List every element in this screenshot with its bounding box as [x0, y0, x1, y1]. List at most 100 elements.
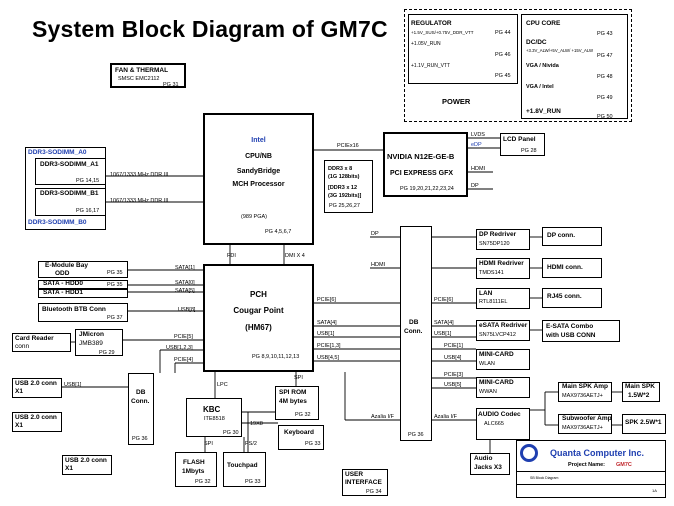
- dmi-label: DMI X 4: [285, 253, 305, 259]
- hdd0-name: SATA - HDD0: [43, 280, 83, 287]
- db-left-line1: DB: [136, 389, 146, 396]
- audio-jacks-l2: Jacks X3: [474, 464, 502, 471]
- kbc-block: [186, 398, 242, 437]
- power-item-vga-intel: VGA / Intel: [526, 84, 554, 90]
- minicard-wwan-sub: WWAN: [479, 389, 497, 395]
- user-interface-block: [342, 469, 388, 496]
- flash-page: PG 32: [195, 479, 211, 485]
- usb-conn-2-name: USB 2.0 conn: [15, 414, 57, 421]
- audio-codec-sub: ALC665: [484, 421, 504, 427]
- dimm-b0: DDR3-SODIMM_B0: [28, 219, 87, 226]
- user-page: PG 34: [366, 489, 382, 495]
- pch-bus-sata4: SATA[4]: [317, 320, 337, 326]
- keyboard-page: PG 33: [305, 441, 321, 447]
- kbc-sub: ITE8518: [204, 416, 225, 422]
- ddr3-chips-block: [324, 160, 373, 213]
- kbc-name: KBC: [203, 405, 221, 414]
- db-left-block: [128, 373, 154, 445]
- cpu-line3: MCH Processor: [232, 181, 285, 188]
- hdmi-redriver-block: [476, 258, 530, 279]
- jmicron-block: [75, 329, 123, 356]
- usb-conn-2-sub: X1: [15, 422, 23, 429]
- sub-amp-block: [558, 414, 612, 434]
- power-item-105v-page: PG 46: [495, 52, 511, 58]
- lcd-page: PG 28: [521, 148, 537, 154]
- keyboard-name: Keyboard: [284, 429, 314, 436]
- hdmi-redriver-name: HDMI Redriver: [479, 260, 524, 267]
- power-item-cpu-core-page: PG 43: [597, 31, 613, 37]
- emodule-block: [38, 261, 128, 278]
- rj45-name: RJ45 conn.: [547, 293, 582, 300]
- emodule-bus: SATA[1]: [175, 265, 195, 271]
- jmicron-bus: PCIE[5]: [174, 334, 193, 340]
- main-spk-amp-sub: MAX9736AETJ+: [562, 393, 603, 399]
- db-left-line2: Conn.: [131, 398, 150, 405]
- power-item-dcdc: DC/DC: [526, 39, 547, 46]
- card-reader-name: Card Reader: [15, 335, 54, 342]
- power-item-11v: +1.1V_RUN_VTT: [411, 63, 451, 69]
- db-bus-usb5: USB[5]: [444, 382, 462, 388]
- flash-line1: FLASH: [183, 459, 205, 466]
- spk-name: SPK 2.5W*1: [625, 419, 662, 426]
- pch-block: [203, 264, 314, 372]
- gpu-line1: NVIDIA N12E-GE-B: [387, 152, 455, 161]
- power-item-regulator-sub: +1.5V_SUS/+0.75V_DDR_VTT: [411, 30, 474, 35]
- pch-line3: (HM67): [245, 323, 272, 332]
- doc-title: SB Block Diagram: [530, 476, 559, 480]
- usb-conn-1-bus: USB[1]: [64, 382, 82, 388]
- power-item-vga-nvidia: VGA / Nivida: [526, 63, 559, 69]
- hdmi-redriver-sub: TMDS141: [479, 270, 504, 276]
- ddr3-l1: DDR3 x 8: [328, 166, 353, 172]
- page-title: System Block Diagram of GM7C: [32, 16, 388, 42]
- pch-line1: PCH: [250, 290, 267, 299]
- minicard-wlan-sub: WLAN: [479, 361, 495, 367]
- bus-19x8: 19X8: [250, 421, 263, 427]
- main-spk-sub: 1.5W*2: [628, 392, 650, 399]
- dp-redriver-block: [476, 229, 530, 250]
- lcd-panel-block: [500, 133, 545, 156]
- pch-bus-pcie13: PCIE[1,3]: [317, 343, 341, 349]
- dp-redriver-name: DP Redriver: [479, 231, 517, 238]
- db-bus-pcie3: PCIE[3]: [444, 372, 463, 378]
- minicard-wwan-name: MINI-CARD: [479, 379, 514, 386]
- bluetooth-page: PG 37: [107, 315, 123, 321]
- gpu-block: [383, 132, 468, 197]
- gpu-bus: PCIEx16: [337, 143, 359, 149]
- power-item-vga-intel-page: PG 49: [597, 95, 613, 101]
- esata-redriver-sub: SN75LVCP412: [479, 332, 516, 338]
- jmicron-name: JMicron: [79, 331, 104, 338]
- emodule-page: PG 35: [107, 270, 123, 276]
- power-item-18v: +1.8V_RUN: [526, 108, 561, 115]
- title-block-divider: [516, 471, 666, 472]
- lan-name: LAN: [479, 290, 493, 297]
- gpu-line2: PCI EXPRESS GFX: [390, 170, 454, 177]
- db-conn-block: [400, 226, 432, 441]
- dp-redriver-sub: SN75DP120: [479, 241, 510, 247]
- hdmi-conn-block: [542, 258, 602, 278]
- audio-codec-block: [476, 408, 530, 440]
- pch-bus-usb1: USB[1]: [317, 331, 335, 337]
- edp-label: eDP: [471, 142, 482, 148]
- title-block-divider-2: [516, 484, 666, 485]
- fan-sub: SMSC EMC2112: [118, 76, 160, 82]
- card-reader-sub: conn: [15, 343, 30, 350]
- db-conn-page: PG 36: [408, 432, 424, 438]
- power-cpu-column: [521, 14, 628, 119]
- pch-page: PG 8,9,10,11,12,13: [252, 354, 300, 360]
- db-left-page: PG 36: [132, 436, 148, 442]
- esata-redriver-name: eSATA Redriver: [479, 322, 528, 329]
- usb-conn-1-sub: X1: [15, 388, 23, 395]
- title-block: [516, 440, 666, 498]
- user-line2: INTERFACE: [345, 479, 382, 486]
- cpu-line1: CPU/NB: [245, 153, 272, 160]
- audio-codec-name: AUDIO Codec: [478, 411, 521, 418]
- flash-line2: 1Mbyts: [182, 468, 205, 475]
- power-item-cpu-core: CPU CORE: [526, 20, 561, 27]
- power-item-11v-page: PG 45: [495, 73, 511, 79]
- cpu-block: [203, 113, 314, 245]
- fan-page: PG 31: [163, 82, 179, 88]
- lpc-label: LPC: [217, 382, 228, 388]
- db-conn-line2: Conn.: [404, 328, 423, 335]
- card-reader-block: [12, 333, 71, 352]
- dp-conn-block: [542, 227, 602, 246]
